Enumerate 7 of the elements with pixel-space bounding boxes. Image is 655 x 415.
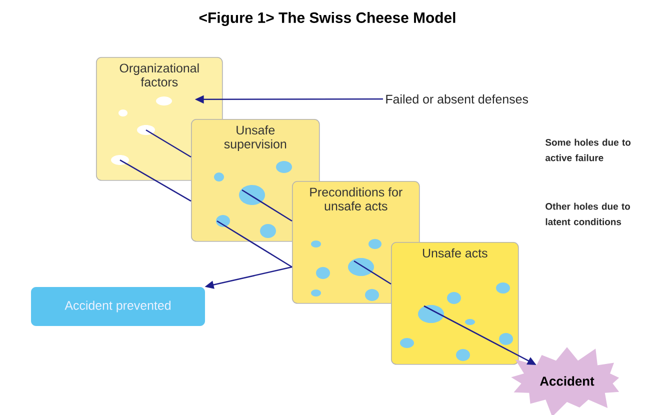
title: <Figure 1> The Swiss Cheese Model: [199, 12, 456, 26]
outcome-box: Accident prevented: [31, 287, 205, 326]
note-text: Some holes due to active failure: [545, 138, 631, 162]
accident-starburst: Accident: [511, 347, 620, 415]
callout-text: Failed or absent defenses: [386, 94, 528, 104]
cheese-slice: Unsafe acts: [391, 242, 519, 365]
note-text: Other holes due to latent conditions: [546, 202, 630, 226]
